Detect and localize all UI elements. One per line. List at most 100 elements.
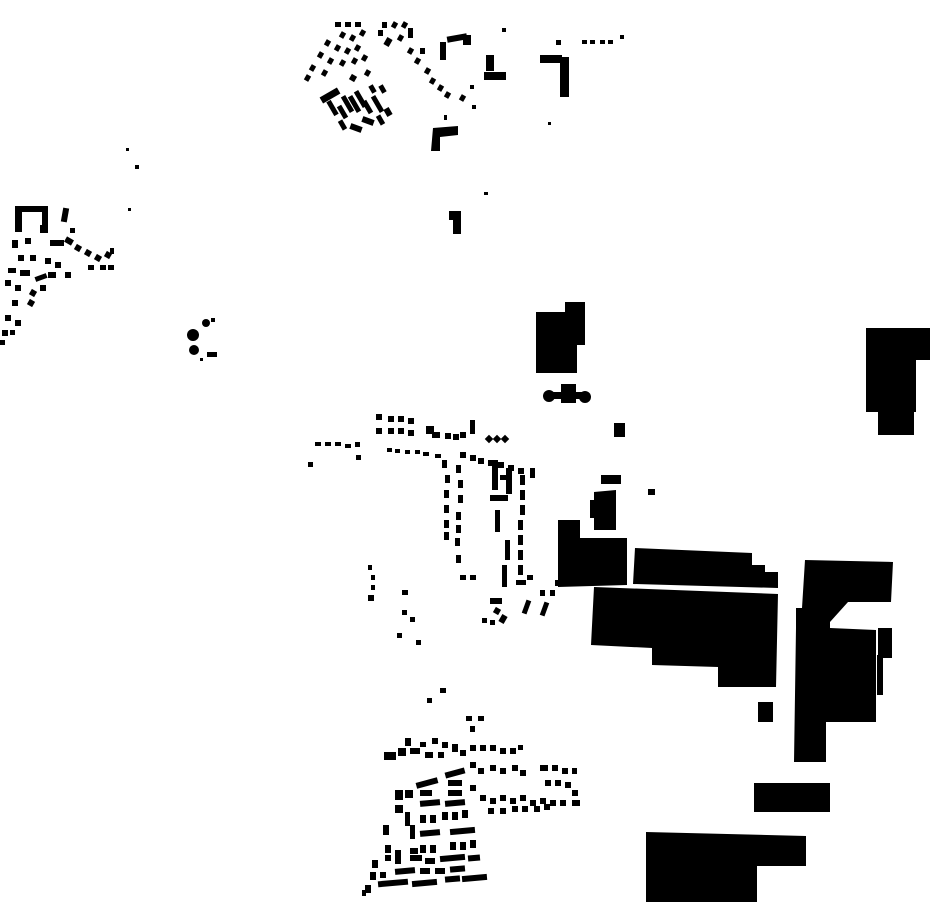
small-building xyxy=(48,272,56,278)
small-building xyxy=(20,270,30,276)
small-building xyxy=(337,119,348,131)
small-building xyxy=(455,538,460,546)
small-building xyxy=(358,29,367,37)
small-building xyxy=(518,468,524,474)
small-building xyxy=(462,810,468,818)
industrial-annex xyxy=(878,628,892,658)
small-building xyxy=(550,590,555,596)
small-building xyxy=(128,208,131,211)
small-building xyxy=(518,550,523,560)
small-building xyxy=(385,855,391,861)
small-building xyxy=(347,94,362,114)
small-building xyxy=(478,716,484,721)
small-building xyxy=(390,21,399,29)
small-building xyxy=(456,525,461,533)
small-building xyxy=(40,225,48,233)
small-building xyxy=(361,99,374,115)
small-building xyxy=(430,815,436,823)
small-building xyxy=(394,867,416,875)
small-building xyxy=(522,806,528,812)
small-building xyxy=(500,768,506,774)
industrial-hall-large xyxy=(591,587,778,687)
small-building xyxy=(449,865,466,873)
small-building xyxy=(385,845,391,853)
small-building xyxy=(410,748,420,754)
small-building xyxy=(470,785,476,791)
small-building xyxy=(442,812,448,820)
silo-center-building xyxy=(561,384,576,403)
small-building xyxy=(442,742,448,748)
small-building xyxy=(470,762,476,768)
small-building xyxy=(410,825,415,839)
small-building xyxy=(456,465,461,473)
small-building xyxy=(416,640,421,645)
small-building xyxy=(423,452,429,456)
small-building xyxy=(426,426,434,434)
small-building xyxy=(430,845,436,853)
silo-building xyxy=(543,390,555,402)
small-building xyxy=(436,84,445,92)
small-building xyxy=(540,765,548,771)
small-building xyxy=(506,468,512,494)
small-building xyxy=(556,40,561,45)
small-building xyxy=(345,444,351,448)
small-building xyxy=(490,798,496,804)
small-building xyxy=(470,840,476,848)
small-building xyxy=(108,265,114,270)
small-building xyxy=(395,858,401,864)
small-building xyxy=(521,599,532,615)
small-building xyxy=(40,285,46,291)
small-building xyxy=(50,240,64,246)
small-building xyxy=(28,288,38,298)
small-building xyxy=(572,790,578,796)
small-building xyxy=(444,532,449,540)
small-building xyxy=(467,854,481,862)
small-building xyxy=(425,752,433,758)
small-building xyxy=(368,84,377,94)
small-building xyxy=(440,688,446,693)
small-building xyxy=(500,748,506,754)
small-building xyxy=(484,192,488,195)
small-building xyxy=(534,806,540,812)
small-building xyxy=(502,28,506,32)
industrial-annex xyxy=(877,655,883,695)
small-building xyxy=(396,34,405,42)
small-building xyxy=(348,73,358,83)
small-building xyxy=(449,826,476,836)
small-building xyxy=(502,565,507,587)
small-building xyxy=(340,94,355,114)
small-building xyxy=(126,148,129,151)
small-building xyxy=(316,51,325,59)
small-building xyxy=(500,795,506,801)
small-building xyxy=(614,423,625,437)
small-building xyxy=(83,248,93,258)
small-building xyxy=(405,812,410,826)
small-building xyxy=(12,300,18,306)
industrial-hall xyxy=(558,520,627,587)
small-building xyxy=(425,858,435,864)
industrial-hall-south xyxy=(646,832,806,902)
small-building xyxy=(315,442,321,446)
small-building xyxy=(498,614,508,624)
building xyxy=(449,211,461,234)
small-building xyxy=(472,105,476,109)
small-building xyxy=(478,768,484,774)
small-building xyxy=(518,745,523,750)
small-building xyxy=(520,490,525,500)
small-building xyxy=(600,40,605,44)
small-building xyxy=(30,255,36,261)
small-building xyxy=(415,450,420,454)
small-building xyxy=(446,33,468,43)
small-building xyxy=(488,460,494,466)
small-building xyxy=(518,565,523,575)
small-building xyxy=(325,442,331,446)
small-building xyxy=(319,87,341,104)
building-l-shaped xyxy=(431,126,458,151)
small-building xyxy=(34,273,48,282)
round-building xyxy=(189,345,199,355)
small-building xyxy=(349,123,363,133)
small-building xyxy=(530,468,535,478)
small-building xyxy=(405,790,413,798)
small-building xyxy=(530,800,536,806)
small-building xyxy=(460,750,466,756)
